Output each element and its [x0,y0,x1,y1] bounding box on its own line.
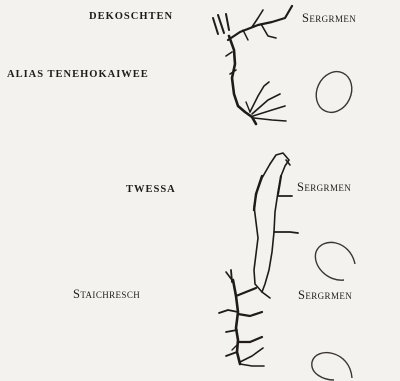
tree-branch-icon [213,6,292,124]
lizard-figure-icon [254,153,298,298]
circle-totem-icon-1 [310,66,359,118]
circle-totem-icon-2 [315,242,355,280]
plant-figure-icon [219,270,264,366]
circle-totem-icon-3 [312,353,352,380]
